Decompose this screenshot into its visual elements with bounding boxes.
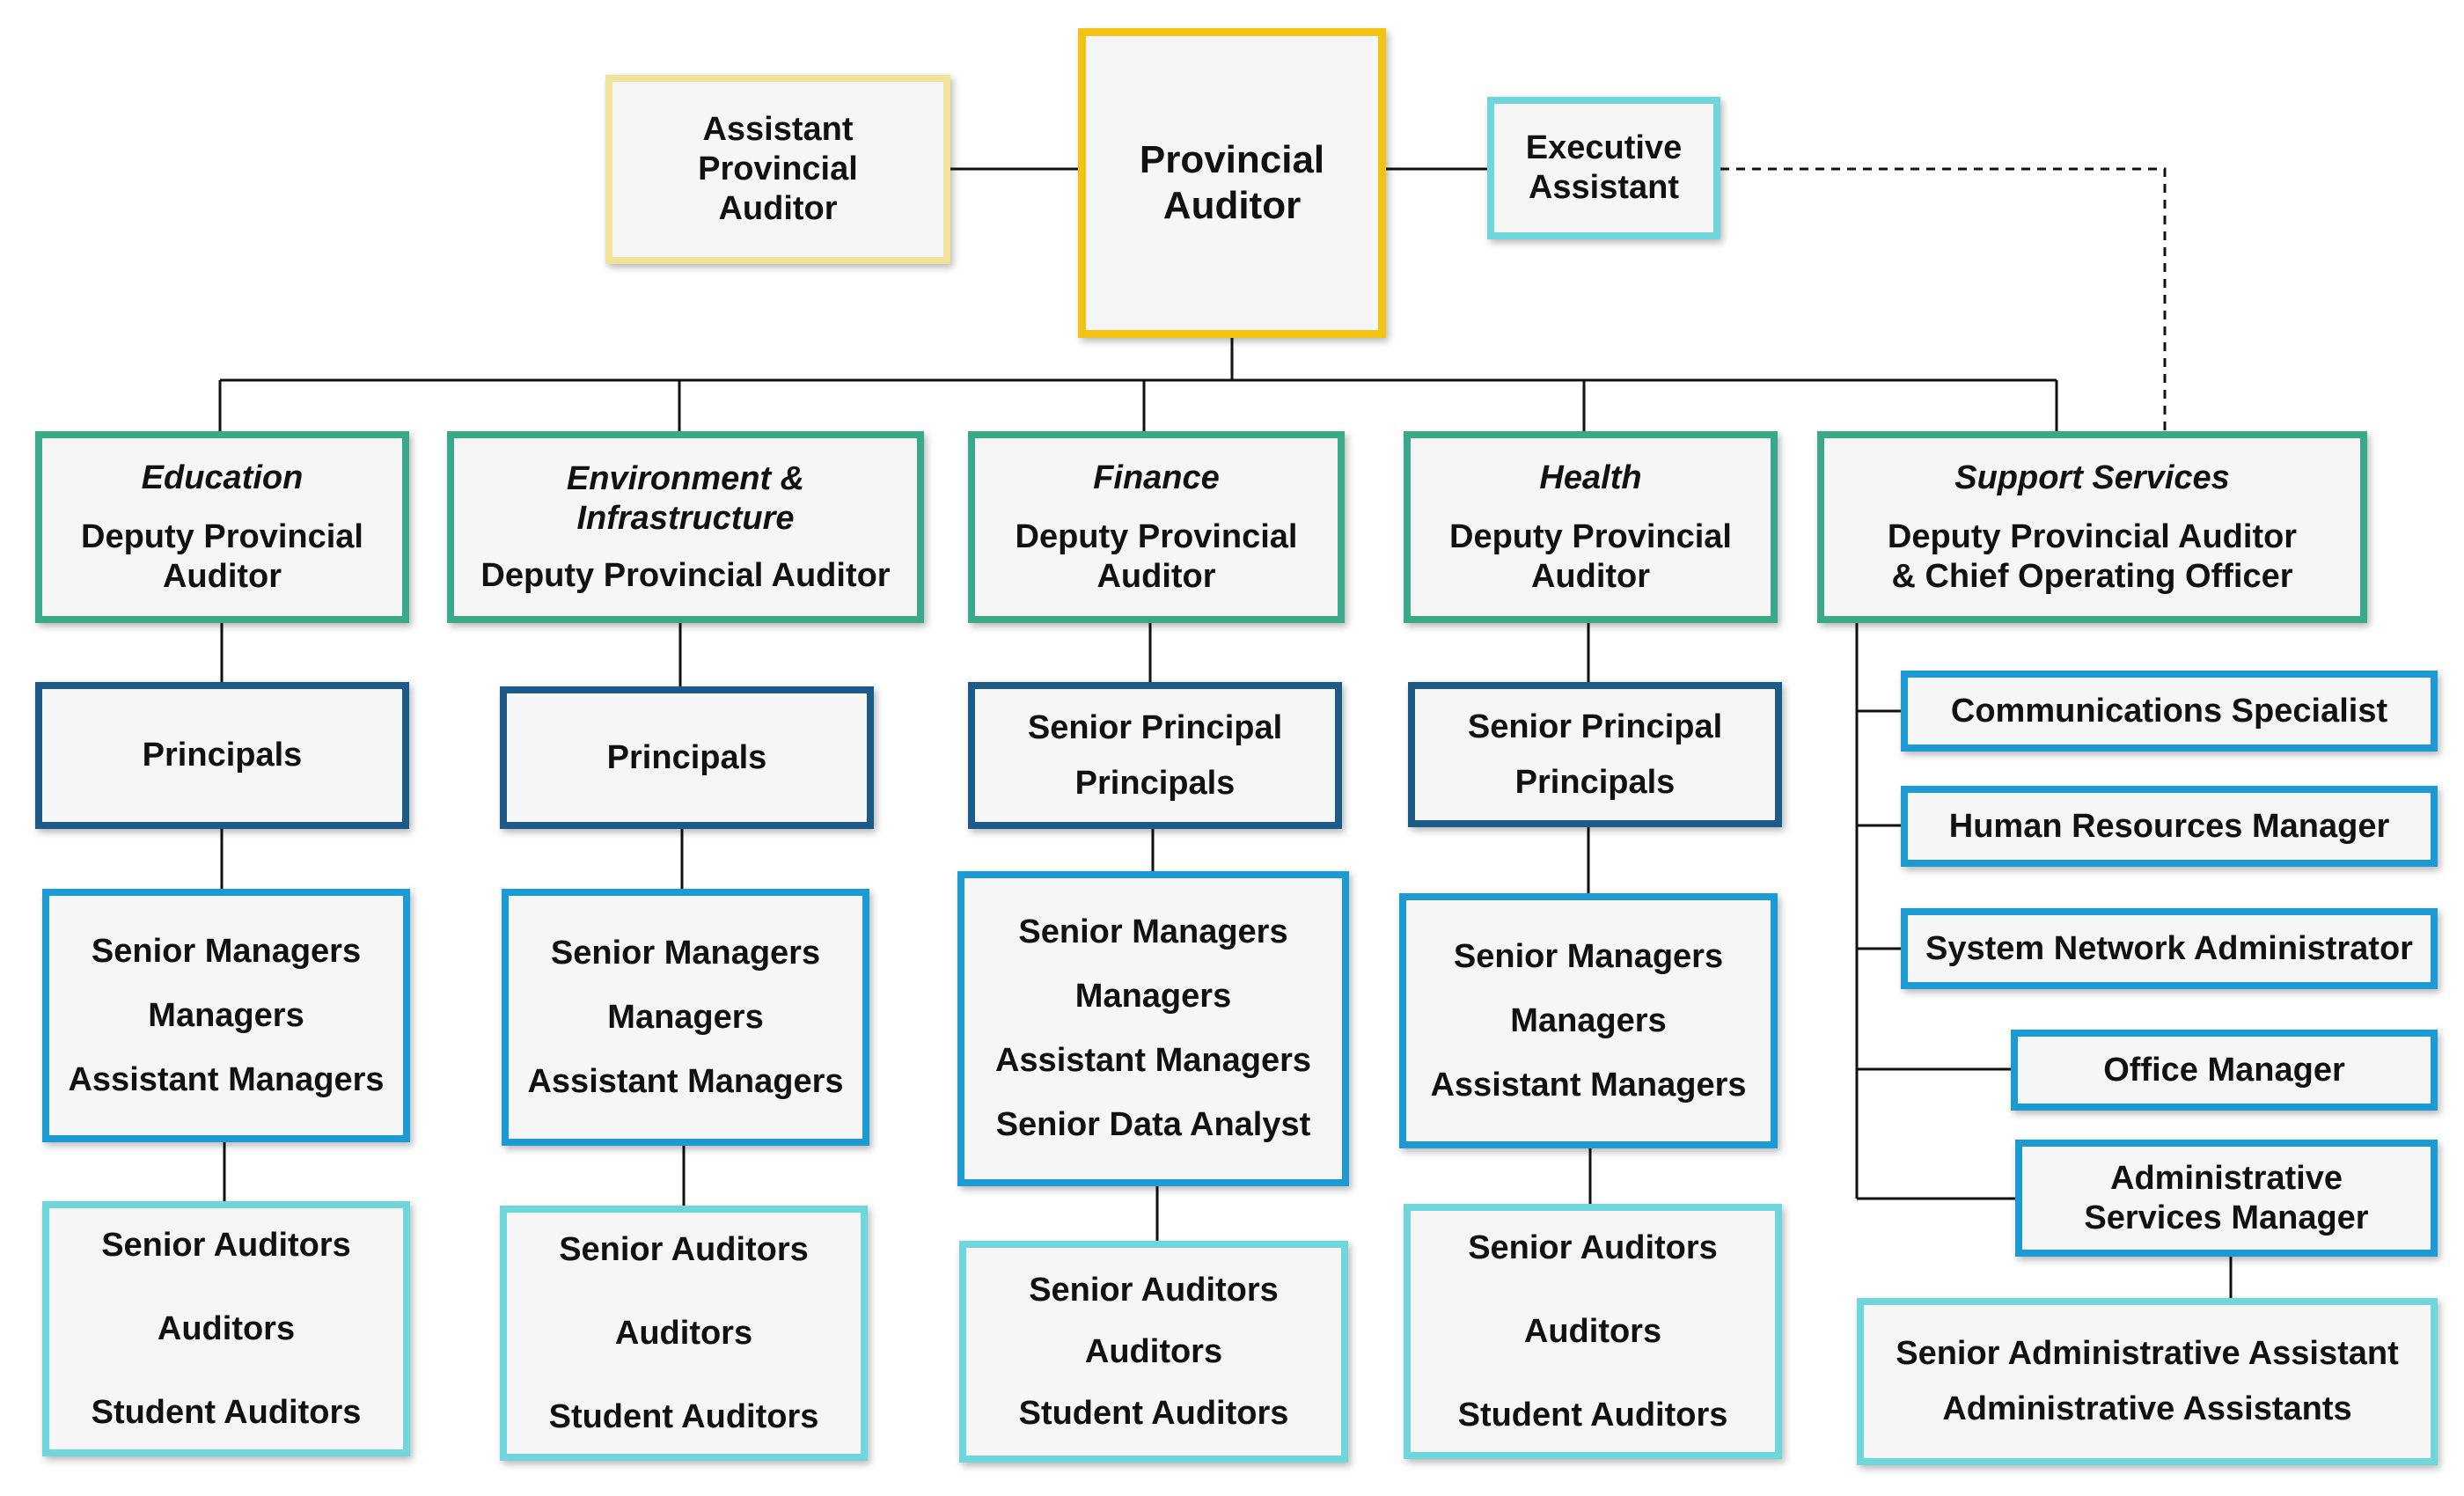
health-managers-line-1: Senior Managers (1453, 937, 1724, 975)
communications-specialist-box: Communications Specialist (1901, 671, 2438, 752)
support-head-line-2: & Chief Operating Officer (1891, 557, 2293, 595)
health-auditors-line-3: Student Auditors (1457, 1396, 1728, 1434)
education-managers-line-2: Managers (148, 996, 304, 1034)
administrative-assistants-line-1: Senior Administrative Assistant (1896, 1335, 2399, 1372)
finance-auditors-line-3: Student Auditors (1018, 1394, 1289, 1432)
environment-head-line-1: Deputy Provincial Auditor (480, 556, 891, 594)
education-auditors-line-1: Senior Auditors (101, 1226, 351, 1264)
environment-auditors-line-1: Senior Auditors (559, 1230, 809, 1268)
finance-auditors-line-1: Senior Auditors (1029, 1271, 1279, 1309)
finance-managers-line-3: Assistant Managers (994, 1042, 1311, 1079)
finance-auditors-line-2: Auditors (1084, 1332, 1223, 1370)
health-division-name: Health (1539, 458, 1642, 496)
assistant-provincial-auditor-line-3: Auditor (718, 190, 838, 227)
office-manager-box: Office Manager (2011, 1030, 2438, 1111)
education-division-head-box: Education Deputy Provincial Auditor (35, 431, 409, 623)
assistant-provincial-auditor-line-2: Provincial (698, 150, 858, 187)
provincial-auditor-line-2: Auditor (1162, 184, 1302, 227)
system-network-administrator-label: System Network Administrator (1925, 929, 2413, 967)
education-managers-line-1: Senior Managers (91, 932, 362, 970)
environment-principals-box: Principals (500, 686, 874, 829)
health-principals-line-2: Principals (1514, 763, 1676, 801)
health-managers-box: Senior Managers Managers Assistant Manag… (1399, 893, 1778, 1148)
environment-managers-line-1: Senior Managers (550, 934, 821, 972)
environment-division-name-line-1: Environment & (566, 459, 805, 497)
health-managers-line-3: Assistant Managers (1430, 1066, 1747, 1104)
support-head-line-1: Deputy Provincial Auditor (1887, 517, 2298, 555)
education-principals-box: Principals (35, 682, 409, 829)
health-head-line-2: Auditor (1530, 557, 1651, 595)
office-manager-label: Office Manager (2103, 1051, 2345, 1089)
executive-assistant-box: Executive Assistant (1487, 97, 1720, 239)
finance-managers-line-2: Managers (1074, 978, 1232, 1015)
support-services-name: Support Services (1954, 458, 2230, 496)
education-auditors-line-3: Student Auditors (91, 1393, 362, 1431)
health-principals-box: Senior Principal Principals (1408, 682, 1782, 827)
administrative-services-manager-line-1: Administrative (2110, 1159, 2343, 1197)
environment-managers-line-2: Managers (607, 998, 764, 1036)
finance-managers-line-1: Senior Managers (1018, 913, 1288, 950)
environment-auditors-box: Senior Auditors Auditors Student Auditor… (500, 1206, 868, 1461)
finance-principals-line-2: Principals (1074, 764, 1236, 802)
environment-managers-line-3: Assistant Managers (527, 1062, 844, 1100)
environment-division-name-line-2: Infrastructure (576, 499, 795, 537)
human-resources-manager-label: Human Resources Manager (1948, 807, 2390, 845)
provincial-auditor-line-1: Provincial (1139, 138, 1325, 181)
health-managers-line-2: Managers (1510, 1001, 1667, 1039)
administrative-services-manager-box: Administrative Services Manager (2015, 1140, 2438, 1257)
assistant-provincial-auditor-box: Assistant Provincial Auditor (605, 75, 950, 264)
health-head-line-1: Deputy Provincial (1449, 517, 1732, 555)
finance-head-line-1: Deputy Provincial (1015, 517, 1298, 555)
environment-auditors-line-3: Student Auditors (548, 1397, 819, 1435)
education-managers-box: Senior Managers Managers Assistant Manag… (42, 889, 410, 1142)
finance-division-head-box: Finance Deputy Provincial Auditor (968, 431, 1345, 623)
finance-auditors-box: Senior Auditors Auditors Student Auditor… (959, 1241, 1348, 1463)
communications-specialist-label: Communications Specialist (1950, 692, 2388, 730)
education-managers-line-3: Assistant Managers (68, 1060, 385, 1098)
health-principals-line-1: Senior Principal (1467, 708, 1723, 745)
environment-auditors-line-2: Auditors (614, 1314, 753, 1352)
health-auditors-line-2: Auditors (1523, 1312, 1662, 1350)
education-division-name: Education (141, 458, 304, 496)
administrative-assistants-box: Senior Administrative Assistant Administ… (1857, 1298, 2438, 1465)
education-head-line-1: Deputy Provincial (81, 517, 363, 555)
administrative-assistants-line-2: Administrative Assistants (1942, 1390, 2352, 1427)
finance-managers-box: Senior Managers Managers Assistant Manag… (957, 871, 1349, 1186)
administrative-services-manager-line-2: Services Manager (2084, 1199, 2369, 1236)
finance-division-name: Finance (1093, 458, 1220, 496)
provincial-auditor-box: Provincial Auditor (1078, 28, 1386, 338)
finance-principals-line-1: Senior Principal (1027, 708, 1283, 746)
environment-division-head-box: Environment & Infrastructure Deputy Prov… (447, 431, 924, 623)
health-auditors-box: Senior Auditors Auditors Student Auditor… (1404, 1204, 1782, 1459)
executive-assistant-line-2: Assistant (1528, 169, 1680, 206)
finance-managers-line-4: Senior Data Analyst (995, 1106, 1311, 1143)
education-auditors-line-2: Auditors (157, 1309, 296, 1347)
education-auditors-box: Senior Auditors Auditors Student Auditor… (42, 1201, 410, 1456)
environment-managers-box: Senior Managers Managers Assistant Manag… (502, 889, 869, 1146)
finance-principals-box: Senior Principal Principals (968, 682, 1342, 829)
support-services-head-box: Support Services Deputy Provincial Audit… (1817, 431, 2367, 623)
health-division-head-box: Health Deputy Provincial Auditor (1404, 431, 1778, 623)
environment-principals-label: Principals (606, 738, 767, 776)
system-network-administrator-box: System Network Administrator (1901, 908, 2438, 989)
education-principals-label: Principals (142, 737, 303, 774)
finance-head-line-2: Auditor (1096, 557, 1216, 595)
executive-assistant-line-1: Executive (1525, 129, 1683, 166)
human-resources-manager-box: Human Resources Manager (1901, 786, 2438, 867)
health-auditors-line-1: Senior Auditors (1468, 1228, 1718, 1266)
education-head-line-2: Auditor (162, 557, 282, 595)
assistant-provincial-auditor-line-1: Assistant (702, 111, 854, 148)
